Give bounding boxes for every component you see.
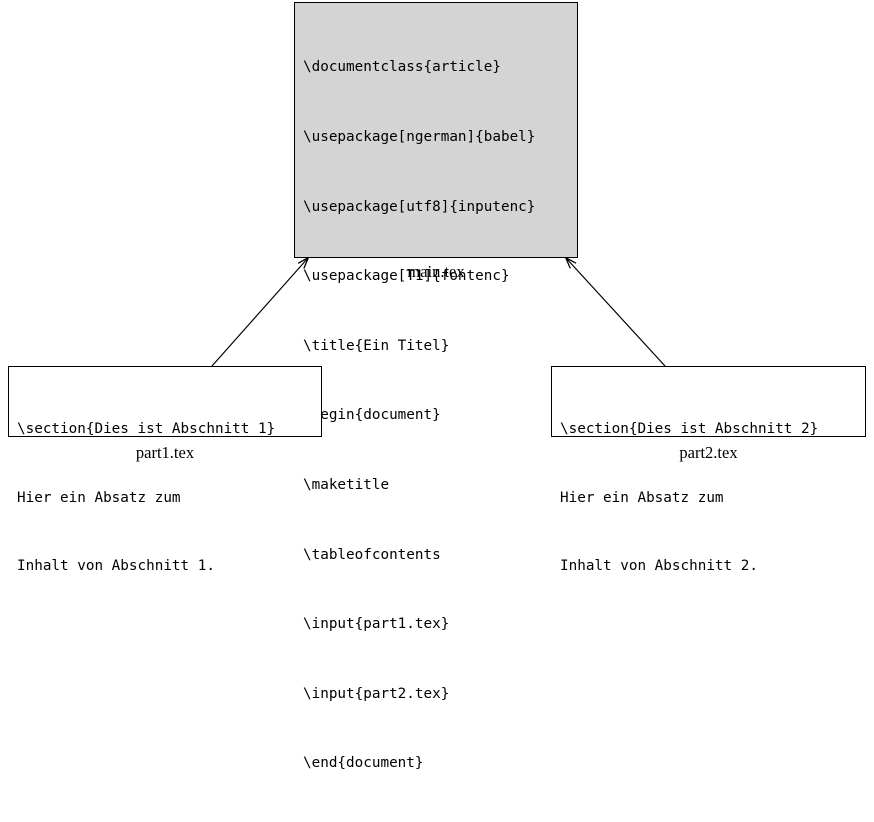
- part2-tex-caption: part2.tex: [679, 443, 738, 462]
- main-code-line: \begin{document}: [303, 407, 441, 424]
- main-code-line: \maketitle: [303, 476, 390, 493]
- part2-code-line: Hier ein Absatz zum: [560, 489, 724, 506]
- part1-tex-box: \section{Dies ist Abschnitt 1} Hier ein …: [8, 366, 322, 574]
- part2-tex-box: \section{Dies ist Abschnitt 2} Hier ein …: [551, 366, 866, 574]
- main-code-line: \usepackage[utf8]{inputenc}: [303, 198, 536, 215]
- diagram-canvas: \documentclass{article} \usepackage[nger…: [8, 2, 866, 771]
- part1-code-line: \section{Dies ist Abschnitt 1}: [17, 421, 276, 438]
- arrow-part2-to-main: [566, 258, 666, 367]
- main-tex-box: \documentclass{article} \usepackage[nger…: [294, 2, 578, 771]
- main-code-line: \documentclass{article}: [303, 59, 501, 76]
- main-code-line: \usepackage[T1]{fontenc}: [303, 268, 510, 285]
- main-code-line: \usepackage[ngerman]{babel}: [303, 129, 536, 145]
- main-code-line: \input{part2.tex}: [303, 685, 450, 702]
- part1-code-line: Hier ein Absatz zum: [17, 489, 181, 506]
- main-code-line: \input{part1.tex}: [303, 616, 450, 633]
- part2-code-line: \section{Dies ist Abschnitt 2}: [560, 421, 819, 438]
- part1-tex-caption: part1.tex: [135, 443, 195, 462]
- part2-code-line: Inhalt von Abschnitt 2.: [560, 558, 758, 575]
- main-code-line: \tableofcontents: [303, 546, 441, 563]
- main-code-line: \title{Ein Titel}: [303, 337, 450, 354]
- part1-code-line: Inhalt von Abschnitt 1.: [17, 558, 215, 575]
- main-code-line: \end{document}: [303, 755, 424, 772]
- main-tex-caption: main.tex: [407, 262, 465, 281]
